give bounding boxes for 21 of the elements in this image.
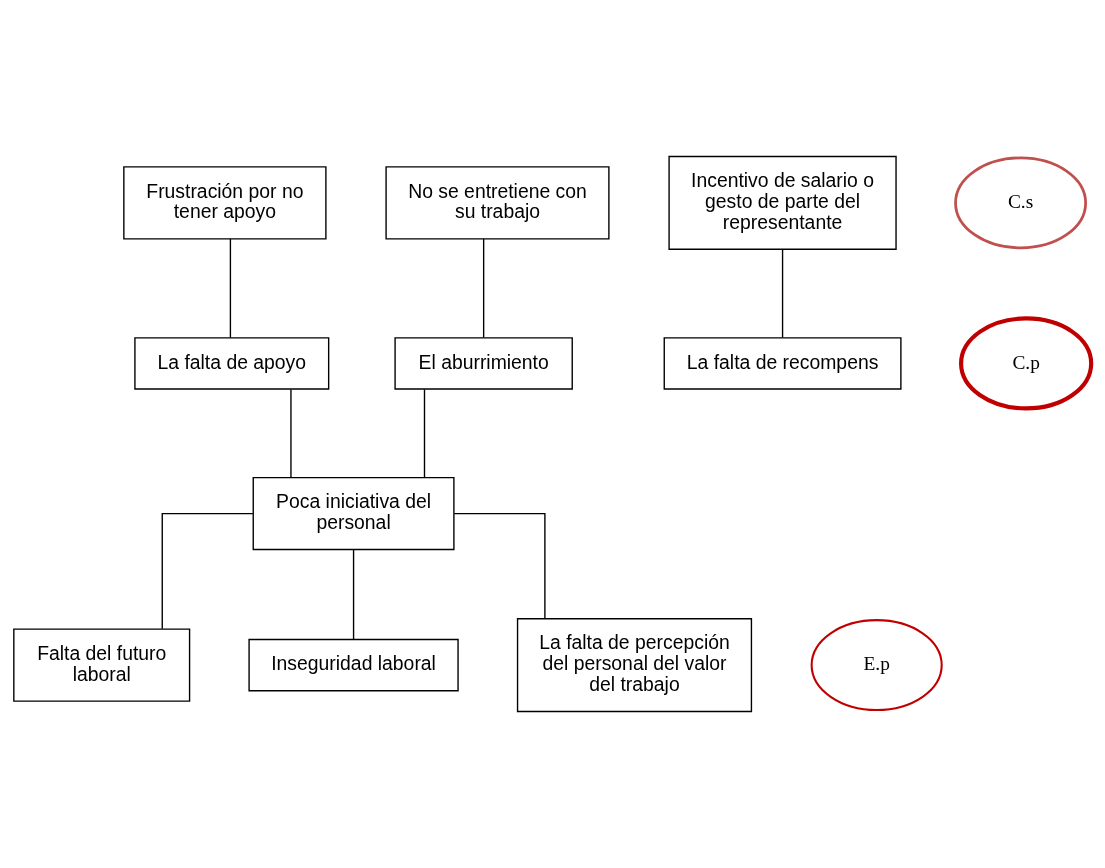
node-box: La falta de apoyo [134, 337, 330, 390]
node-box: Falta del futuro laboral [13, 628, 191, 702]
connector [161, 512, 254, 630]
node-box: Frustración por no tener apoyo [123, 166, 327, 240]
connector [290, 388, 292, 478]
node-box: No se entretiene con su trabajo [385, 166, 610, 240]
node-box: Inseguridad laboral [248, 638, 459, 692]
connector [352, 549, 355, 640]
connector [453, 512, 546, 620]
node-ellipse: E.p [810, 619, 943, 712]
node-ellipse: C.s [954, 156, 1087, 250]
node-ellipse: C.p [959, 316, 1094, 411]
node-box: El aburrimiento [394, 337, 573, 390]
node-box: Incentivo de salario o gesto de parte del representante [668, 155, 897, 250]
connector [423, 388, 426, 478]
node-box: Poca iniciativa del personal [252, 476, 455, 551]
connector [781, 248, 784, 339]
node-box: La falta de recompens [663, 337, 902, 390]
connector [482, 238, 485, 339]
connector [229, 238, 232, 339]
node-box: La falta de percepción del personal del valor del trabajo [516, 618, 753, 713]
